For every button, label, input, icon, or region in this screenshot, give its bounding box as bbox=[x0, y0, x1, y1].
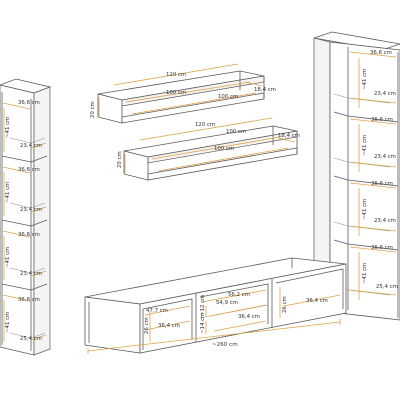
left-shelf-width-4: 36,6 cm bbox=[18, 297, 40, 303]
left-depth-1: 23,4 cm bbox=[20, 143, 42, 149]
right-cabinet-shelf-3 bbox=[333, 239, 399, 251]
bottom-shelf-depth: 18,4 cm bbox=[278, 133, 300, 139]
tv-stand: 47,7 cm 26 cm 36,4 cm 56,2 cm ~12 cm 54,… bbox=[84, 257, 347, 354]
left-shelf-width-1: 36,6 cm bbox=[18, 100, 40, 106]
wall-shelf-top: 120 cm 100 cm 100 cm 18,4 cm 20 cm bbox=[90, 63, 276, 124]
tv-height-mid-top: ~12 cm bbox=[200, 295, 206, 316]
bottom-shelf-height: 20 cm bbox=[117, 151, 123, 168]
tv-height-right: 26 cm bbox=[282, 296, 288, 313]
left-cabinet: 36,6 cm ~41 cm 23,4 cm 36,6 cm ~41 cm 23… bbox=[0, 78, 52, 356]
total-width-line bbox=[87, 321, 341, 352]
right-height-2: ~41 cm bbox=[362, 135, 368, 156]
right-shelf-width-2: 36,6 cm bbox=[371, 117, 393, 123]
tv-height-left: 26 cm bbox=[144, 317, 150, 334]
tv-depth-mid: 36,4 cm bbox=[238, 314, 260, 320]
top-shelf-depth: 18,4 cm bbox=[254, 87, 276, 93]
tv-depth-right: 36,4 cm bbox=[306, 298, 328, 304]
right-cabinet: 36,6 cm ~41 cm 23,4 cm 36,6 cm ~41 cm 23… bbox=[313, 31, 400, 321]
tv-total-width: ~260 cm bbox=[212, 342, 238, 348]
left-cabinet-shelf-3 bbox=[1, 283, 48, 291]
right-shelf-width-3: 36,6 cm bbox=[371, 181, 393, 187]
right-cabinet-shelf-1 bbox=[333, 111, 399, 123]
right-height-1: ~41 cm bbox=[362, 69, 368, 90]
right-depth-3: 23,4 cm bbox=[374, 218, 396, 224]
tv-width-left: 47,7 cm bbox=[146, 308, 168, 314]
right-shelf-width-4: 36,6 cm bbox=[371, 245, 393, 251]
left-height-4: ~41 cm bbox=[5, 312, 11, 333]
bottom-shelf-width-outer: 120 cm bbox=[195, 122, 215, 128]
right-depth-1: 23,4 cm bbox=[374, 91, 396, 97]
right-shelf-width-1: 36,6 cm bbox=[370, 50, 392, 56]
top-shelf-width-outer: 120 cm bbox=[166, 72, 186, 78]
right-height-3: ~41 cm bbox=[362, 199, 368, 220]
left-cabinet-shelf-2 bbox=[1, 219, 48, 227]
tv-width-mid: 54,9 cm bbox=[216, 300, 238, 306]
left-shelf-width-3: 36,6 cm bbox=[18, 232, 40, 238]
left-depth-3: 23,4 cm bbox=[20, 271, 42, 277]
right-height-4: ~41 cm bbox=[362, 263, 368, 284]
left-height-3: ~41 cm bbox=[5, 247, 11, 268]
top-shelf-height: 20 cm bbox=[90, 101, 96, 118]
left-shelf-width-2: 36,6 cm bbox=[18, 167, 40, 173]
right-depth-4: 25,4 cm bbox=[376, 284, 398, 290]
tv-stand-left-end bbox=[84, 296, 141, 354]
left-cabinet-shelf-1 bbox=[1, 155, 48, 163]
top-shelf-width-inner: 100 cm bbox=[166, 90, 186, 96]
tv-width-mid-top: 56,2 cm bbox=[228, 292, 250, 298]
left-depth-4: 25,4 cm bbox=[20, 336, 42, 342]
wall-shelf-bottom: 120 cm 100 cm 100 cm 18,4 cm 20 cm bbox=[117, 117, 300, 181]
left-cabinet-side bbox=[33, 86, 51, 356]
tv-height-mid-bottom: ~14 cm bbox=[200, 313, 206, 334]
right-cabinet-shelf-2 bbox=[333, 175, 399, 187]
left-depth-2: 23,4 cm bbox=[20, 207, 42, 213]
bottom-shelf-width-front: 100 cm bbox=[214, 146, 234, 152]
top-shelf-width-front: 100 cm bbox=[218, 94, 238, 100]
right-depth-2: 23,4 cm bbox=[374, 154, 396, 160]
left-height-1: ~41 cm bbox=[5, 117, 11, 138]
tv-depth-left: 36,4 cm bbox=[158, 323, 180, 329]
left-height-2: ~41 cm bbox=[5, 182, 11, 203]
tv-stand-front bbox=[139, 263, 347, 354]
bottom-shelf-width-inner: 100 cm bbox=[226, 129, 246, 135]
